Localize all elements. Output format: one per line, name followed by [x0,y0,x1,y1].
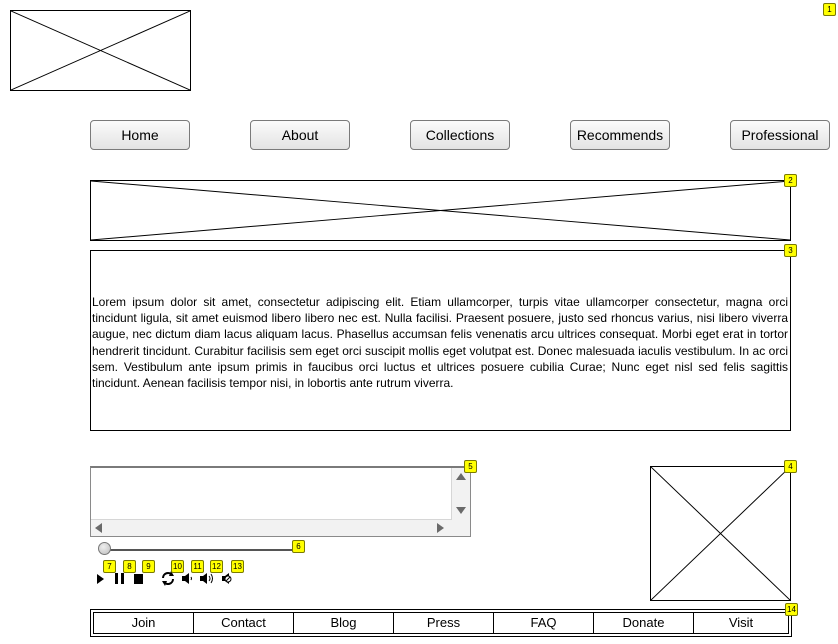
loop-icon[interactable] [160,570,174,586]
vertical-scrollbar[interactable] [451,468,470,521]
slider-thumb[interactable] [98,542,111,555]
annotation-badge: 14 [785,603,798,616]
nav-about-button[interactable]: About [250,120,350,150]
volume-up-icon[interactable] [199,570,213,586]
annotation-badge: 7 [103,560,116,573]
annotation-badge: 4 [784,460,797,473]
footer-link-contact[interactable]: Contact [194,613,294,633]
content-paragraph: Lorem ipsum dolor sit amet, consectetur … [92,295,788,391]
volume-down-icon[interactable] [180,570,194,586]
annotation-badge: 8 [123,560,136,573]
footer-link-donate[interactable]: Donate [594,613,694,633]
scroll-up-icon[interactable] [456,473,466,480]
nav-collections-button[interactable]: Collections [410,120,510,150]
pause-icon[interactable] [113,570,127,586]
nav-home-button[interactable]: Home [90,120,190,150]
scrollbar-corner [452,520,470,536]
annotation-badge: 1 [823,3,836,16]
content-text-area: Lorem ipsum dolor sit amet, consectetur … [90,250,791,431]
annotation-badge: 2 [784,174,797,187]
mute-icon[interactable] [220,570,234,586]
playback-progress-slider[interactable] [104,549,293,551]
footer-link-press[interactable]: Press [394,613,494,633]
banner-image-placeholder [90,180,791,241]
logo-image-placeholder [10,10,191,91]
footer-link-visit[interactable]: Visit [728,615,754,630]
annotation-badge: 9 [142,560,155,573]
nav-recommends-button[interactable]: Recommends [570,120,670,150]
annotation-badge: 12 [210,560,223,573]
annotation-badge: 5 [464,460,477,473]
horizontal-scrollbar[interactable] [91,519,452,536]
footer-link-faq[interactable]: FAQ [494,613,594,633]
play-icon[interactable] [95,570,109,586]
scroll-right-icon[interactable] [437,523,444,533]
stop-icon[interactable] [132,570,146,586]
annotation-badge: 3 [784,244,797,257]
playlist-listbox[interactable] [90,466,471,537]
nav-professional-button[interactable]: Professional [730,120,830,150]
footer-link-join[interactable]: Join [94,613,194,633]
scroll-down-icon[interactable] [456,507,466,514]
footer-link-bar: Join Contact Blog Press FAQ Donate Visit [90,609,792,637]
annotation-badge: 11 [191,560,204,573]
footer-link-blog[interactable]: Blog [294,613,394,633]
side-image-placeholder [650,466,791,601]
annotation-badge: 10 [171,560,184,573]
annotation-badge: 6 [292,540,305,553]
annotation-badge: 13 [231,560,244,573]
scroll-left-icon[interactable] [95,523,102,533]
